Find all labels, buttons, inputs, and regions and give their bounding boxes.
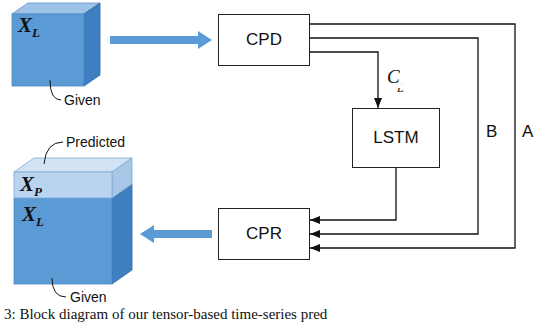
leader-line	[50, 80, 61, 100]
cube-side-face	[112, 184, 132, 284]
tensor-symbol: XP	[20, 174, 42, 195]
tensor-name: X	[22, 202, 36, 226]
flow-arrowhead	[140, 225, 154, 243]
tensor-symbol: XL	[22, 204, 44, 225]
flow-arrow	[110, 36, 200, 44]
box-label: CPR	[246, 224, 282, 244]
edge-label: B	[485, 122, 498, 142]
tensor-cube: XL	[12, 3, 100, 86]
box-label: LSTM	[373, 128, 418, 148]
given-tensor-top	[12, 3, 100, 86]
figure-caption: 3: Block diagram of our tensor-based tim…	[4, 306, 327, 323]
process-box: LSTM	[352, 108, 440, 168]
slab-front-face	[14, 172, 112, 198]
predicted-slab: XP	[14, 172, 112, 198]
connector	[310, 24, 515, 248]
process-box: CPD	[218, 14, 310, 66]
cube-front-face	[12, 14, 84, 86]
callout-text: Given	[64, 92, 101, 108]
slab-side-face	[112, 158, 132, 198]
predicted-slab	[14, 158, 132, 198]
callout-text: Predicted	[66, 134, 125, 150]
connector	[310, 168, 396, 220]
leader-line	[44, 142, 63, 164]
tensor-subscript: P	[34, 184, 42, 199]
leader-line	[52, 278, 66, 297]
box-label: CPD	[246, 30, 282, 50]
edge-label: A	[521, 122, 534, 142]
slab-top-face	[14, 158, 132, 172]
tensor-subscript: L	[32, 25, 40, 40]
connector	[310, 38, 478, 234]
tensor-subscript: L	[36, 214, 44, 229]
flow-arrowhead	[198, 31, 212, 49]
flow-arrow	[152, 230, 212, 238]
connector	[310, 52, 378, 108]
edge-label: C	[386, 66, 401, 88]
tensor-name: X	[20, 172, 34, 196]
cube-front-face	[14, 198, 112, 284]
tensor-cube: XLXP	[14, 158, 132, 284]
tensor-name: X	[18, 13, 32, 37]
process-box: CPR	[218, 208, 310, 260]
tensor-symbol: XL	[18, 15, 40, 36]
cube-side-face	[84, 3, 100, 86]
given-tensor-bottom	[14, 184, 132, 284]
callout-text: Given	[70, 289, 107, 305]
